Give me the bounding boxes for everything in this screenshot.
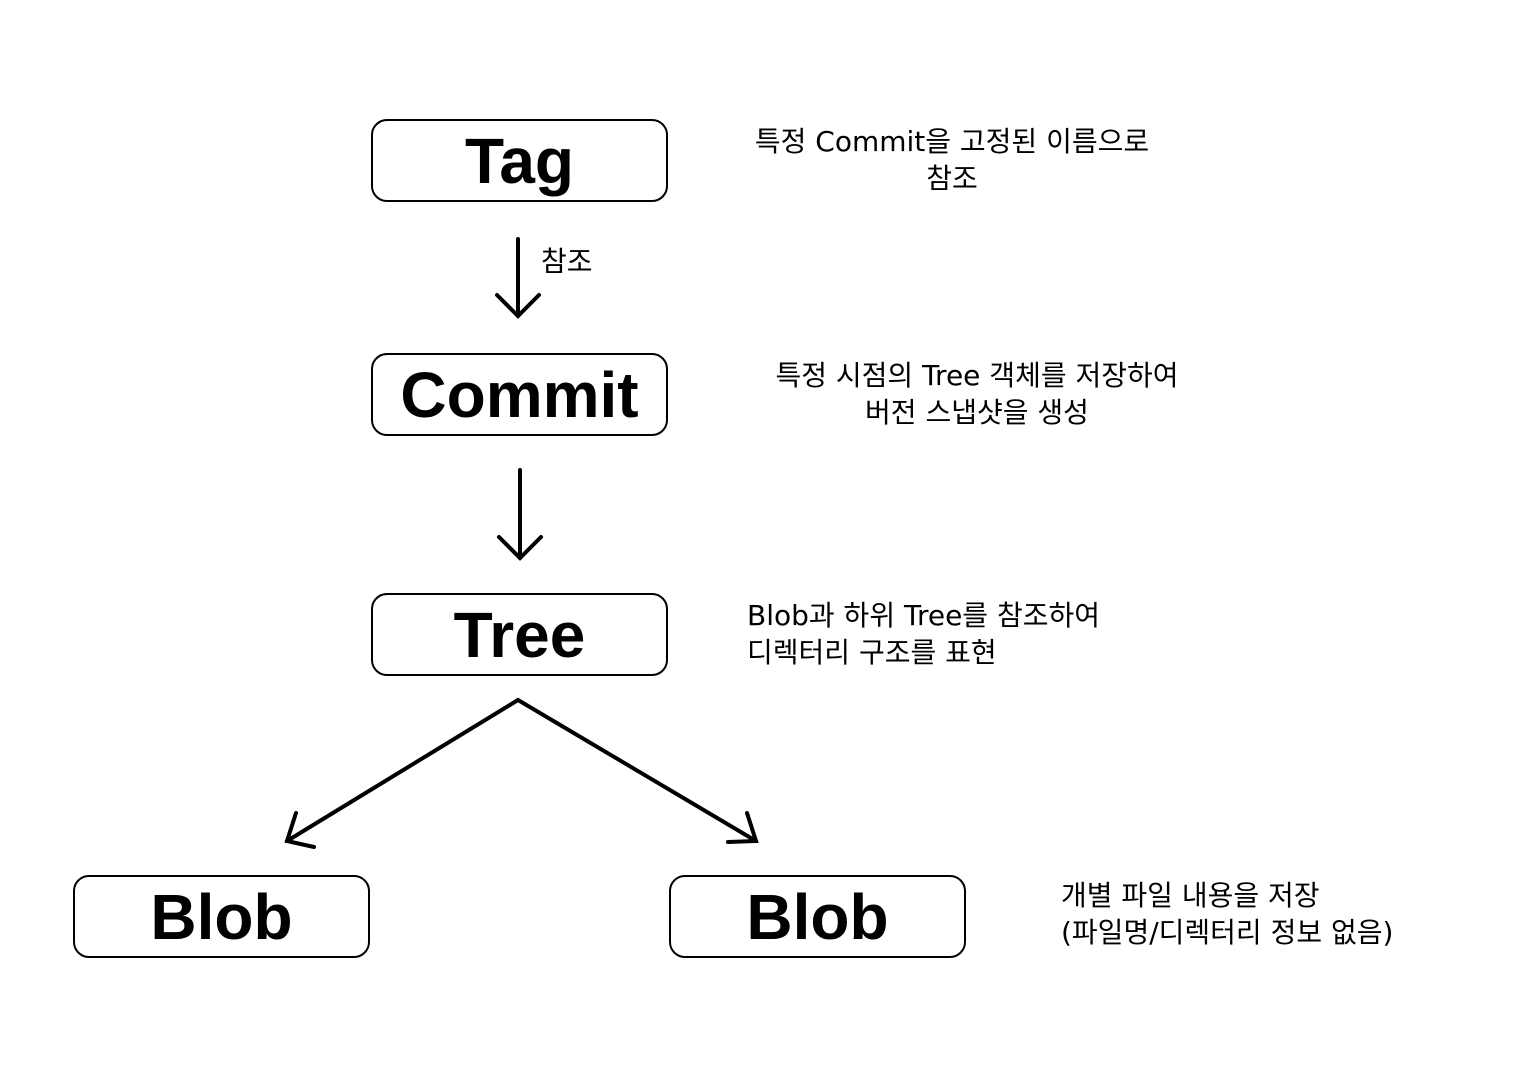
arrow-tag-to-commit — [495, 237, 541, 319]
tag-node: Tag — [371, 119, 668, 202]
blob-node-right: Blob — [669, 875, 966, 958]
tag-description-line-1: 특정 Commit을 고정된 이름으로 — [754, 125, 1150, 158]
arrow-commit-to-tree — [497, 468, 543, 561]
blob-node-left: Blob — [73, 875, 370, 958]
tree-node: Tree — [371, 593, 668, 676]
blob-description-line-2: (파일명/디렉터리 정보 없음) — [1061, 916, 1394, 949]
blob-description: 개별 파일 내용을 저장 (파일명/디렉터리 정보 없음) — [1061, 877, 1393, 951]
tree-description: Blob과 하위 Tree를 참조하여 디렉터리 구조를 표현 — [747, 597, 1100, 671]
commit-node: Commit — [371, 353, 668, 436]
commit-description: 특정 시점의 Tree 객체를 저장하여 버전 스냅샷을 생성 — [732, 357, 1222, 431]
arrow-tree-to-blob-right — [516, 698, 759, 844]
tag-description-line-2: 참조 — [926, 162, 978, 195]
arrow-tree-to-blob-left — [284, 698, 520, 849]
tree-description-line-1: Blob과 하위 Tree를 참조하여 — [747, 599, 1101, 632]
tree-description-line-2: 디렉터리 구조를 표현 — [747, 636, 997, 669]
commit-description-line-1: 특정 시점의 Tree 객체를 저장하여 — [775, 359, 1179, 392]
commit-description-line-2: 버전 스냅샷을 생성 — [865, 396, 1089, 429]
blob-description-line-1: 개별 파일 내용을 저장 — [1061, 879, 1320, 912]
tag-description: 특정 Commit을 고정된 이름으로 참조 — [722, 123, 1182, 197]
edge-label-reference: 참조 — [541, 245, 593, 278]
